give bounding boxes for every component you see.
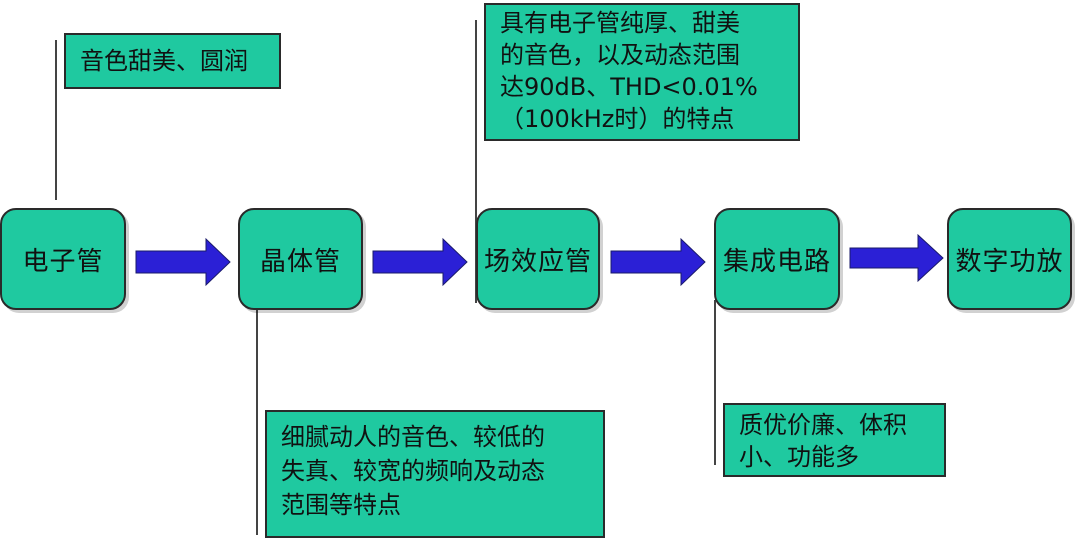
arrow-2 [372,237,468,287]
note-line: 失真、较宽的频响及动态 [281,457,545,485]
note-line: 具有电子管纯厚、甜美 [500,9,740,37]
note-line: 质优价廉、体积 [739,411,907,439]
stage-box-ic: 集成电路 [714,208,840,310]
stage-box-transistor: 晶体管 [238,208,363,310]
stage-label: 场效应管 [483,246,592,277]
note-line: 范围等特点 [281,491,401,519]
note-line: （100kHz时）的特点 [500,105,735,133]
note-transistor: 细腻动人的音色、较低的 失真、较宽的频响及动态 范围等特点 [265,410,605,538]
connector-ic-note [714,300,716,465]
note-line: 的音色，以及动态范围 [500,41,740,69]
connector-tube-note [55,40,57,200]
note-line: 达90dB、THD<0.01% [500,73,758,101]
arrow-1 [135,237,231,287]
connector-fet-note [475,20,477,303]
stage-box-fet: 场效应管 [476,208,600,310]
note-fet: 具有电子管纯厚、甜美 的音色，以及动态范围 达90dB、THD<0.01% （1… [484,3,800,141]
stage-label: 电子管 [22,246,104,277]
stage-label: 数字功放 [955,246,1064,277]
connector-transistor-note [256,310,258,535]
stage-label: 晶体管 [259,246,341,277]
stage-box-tube: 电子管 [0,208,126,310]
arrow-4 [849,233,944,283]
stage-label: 集成电路 [722,246,831,277]
note-tube: 音色甜美、圆润 [64,33,281,89]
note-line: 音色甜美、圆润 [80,47,248,75]
note-line: 小、功能多 [739,443,859,471]
stage-box-digital-amp: 数字功放 [947,208,1072,310]
note-ic: 质优价廉、体积 小、功能多 [723,403,946,477]
note-line: 细腻动人的音色、较低的 [281,423,545,451]
arrow-3 [610,237,706,287]
